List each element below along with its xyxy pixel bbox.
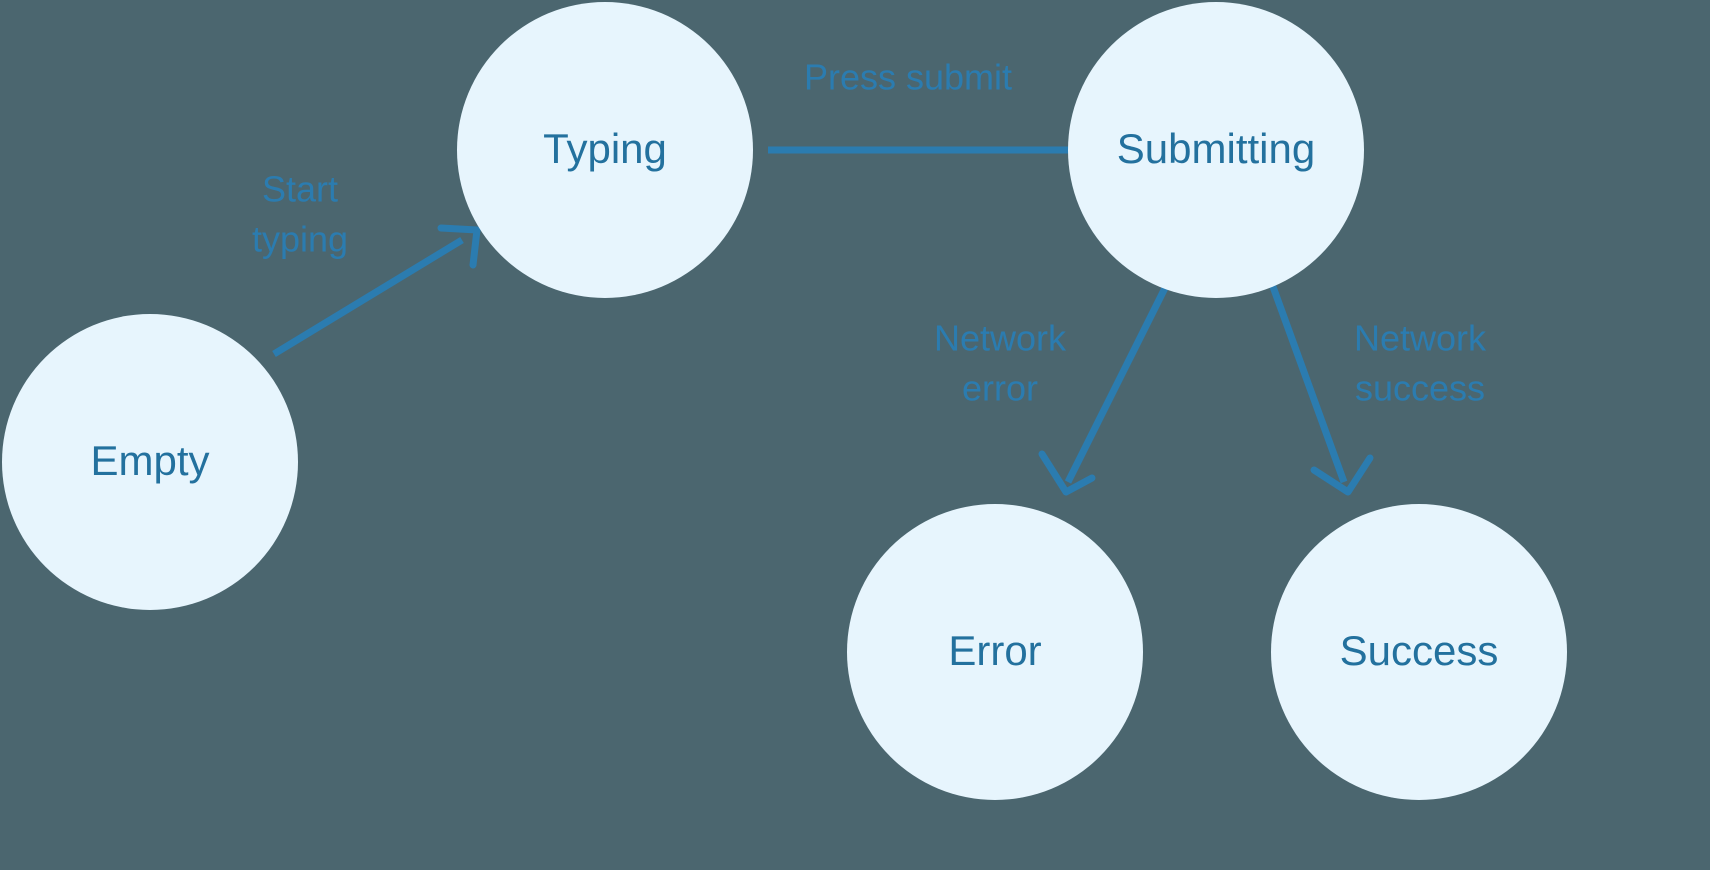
edge-label-network-success-line1: Network [1354, 318, 1487, 359]
node-submitting-label: Submitting [1117, 125, 1315, 172]
node-error[interactable]: Error [847, 504, 1143, 800]
node-empty-label: Empty [90, 437, 209, 484]
arrowhead-empty-to-typing [437, 224, 481, 269]
edge-label-start-typing-line2: typing [252, 219, 348, 260]
edge-label-start-typing: Start typing [252, 169, 348, 260]
edge-label-network-error: Network error [934, 318, 1067, 409]
node-submitting-circle[interactable] [1068, 2, 1364, 298]
node-error-circle[interactable] [847, 504, 1143, 800]
edge-line-submitting-to-success [1268, 282, 1348, 484]
edge-submitting-to-success [1268, 282, 1374, 496]
node-typing-circle[interactable] [457, 2, 753, 298]
node-error-label: Error [948, 627, 1041, 674]
arrowhead-submitting-to-success [1310, 454, 1374, 496]
edge-label-network-error-line2: error [962, 368, 1038, 409]
edge-label-press-submit-line1: Press submit [804, 57, 1012, 98]
edge-line-empty-to-typing [272, 237, 464, 357]
node-typing-label: Typing [543, 125, 667, 172]
edge-label-network-success: Network success [1354, 318, 1487, 409]
edge-label-press-submit: Press submit [804, 57, 1012, 98]
node-empty[interactable]: Empty [2, 314, 298, 610]
edge-label-network-success-line2: success [1355, 368, 1485, 409]
edge-label-start-typing-line1: Start [262, 169, 338, 210]
node-empty-circle[interactable] [2, 314, 298, 610]
node-success[interactable]: Success [1271, 504, 1567, 800]
node-success-circle[interactable] [1271, 504, 1567, 800]
edge-empty-to-typing [272, 224, 481, 357]
arrowhead-submitting-to-error [1038, 450, 1096, 496]
node-typing[interactable]: Typing [457, 2, 753, 298]
node-submitting[interactable]: Submitting [1068, 2, 1364, 298]
node-success-label: Success [1340, 627, 1499, 674]
edge-submitting-to-error [1038, 284, 1170, 496]
edge-label-network-error-line1: Network [934, 318, 1067, 359]
edge-line-submitting-to-error [1064, 284, 1170, 484]
